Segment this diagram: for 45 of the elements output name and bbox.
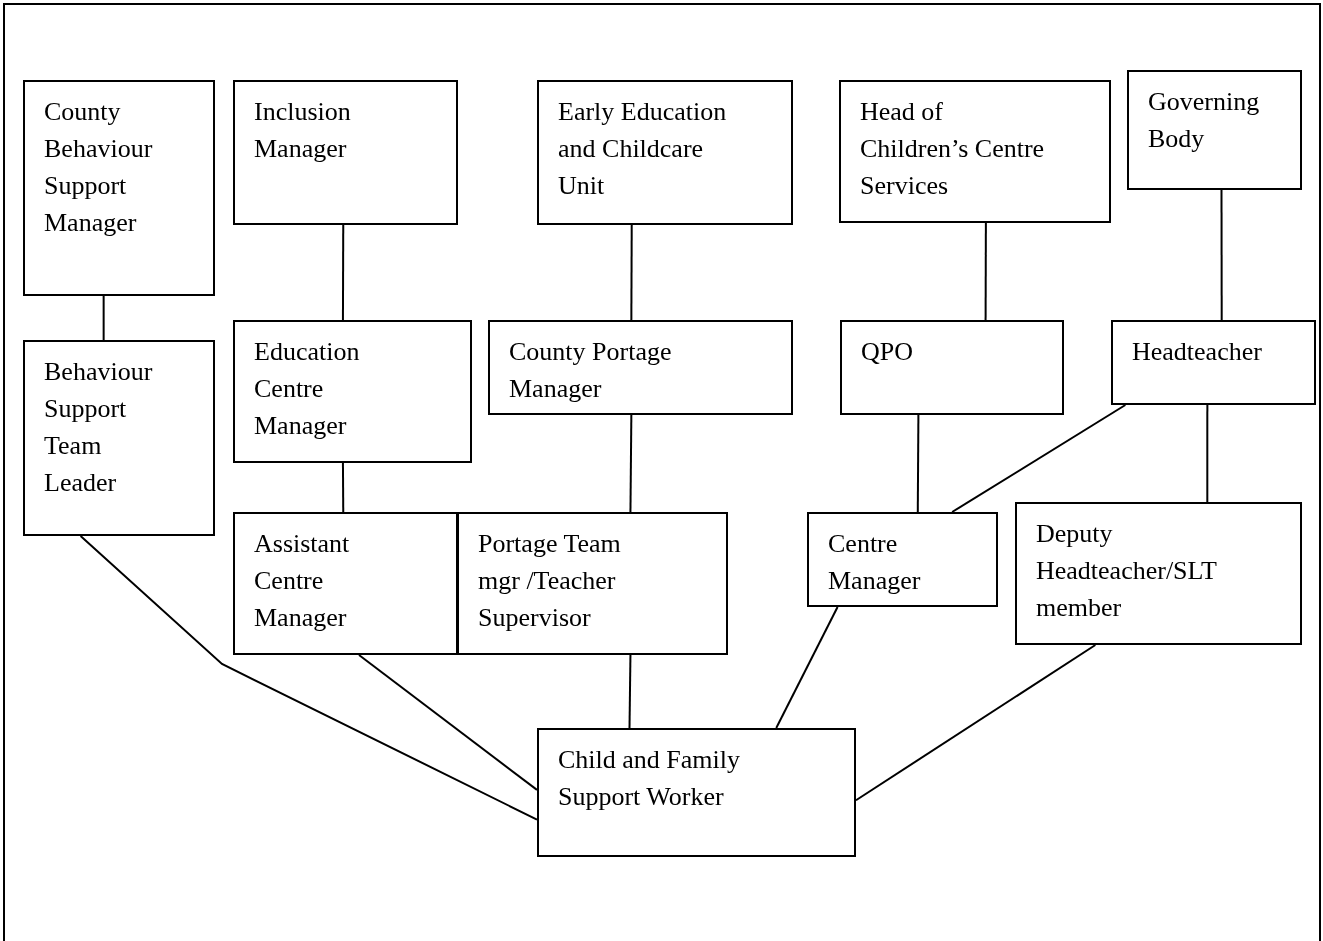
connector-line <box>629 414 633 513</box>
role-box <box>1111 320 1316 405</box>
role-title: Centre Manager <box>828 528 922 597</box>
role-box <box>233 80 458 225</box>
role-title: Child and Family Support Worker <box>558 744 741 813</box>
connector-line <box>79 535 538 821</box>
role-title: Deputy Headteacher/SLT member <box>1036 518 1218 624</box>
connector-line <box>102 295 105 341</box>
role-title: Governing Body <box>1148 86 1261 155</box>
role-title: Inclusion Manager <box>254 96 352 165</box>
role-title: Early Education and Childcare Unit <box>558 96 728 202</box>
connector-line <box>630 224 633 321</box>
connector-line <box>951 404 1127 513</box>
connector-line <box>358 654 538 791</box>
connector-line <box>1220 189 1223 321</box>
connector-line <box>341 224 345 321</box>
role-box <box>807 512 998 607</box>
role-box <box>488 320 793 415</box>
role-box <box>233 512 458 655</box>
role-box <box>537 80 793 225</box>
role-title: Behaviour Support Team Leader <box>44 356 154 499</box>
role-title: Head of Children’s Centre Services <box>860 96 1046 202</box>
role-title: Portage Team mgr /Teacher Supervisor <box>478 528 622 634</box>
role-title: County Portage Manager <box>509 336 673 405</box>
role-title: Education Centre Manager <box>254 336 361 442</box>
connector-line <box>855 644 1097 802</box>
role-box <box>457 512 728 655</box>
connector-line <box>916 414 920 513</box>
role-title: Assistant Centre Manager <box>254 528 351 634</box>
role-box <box>23 80 215 296</box>
role-box <box>23 340 215 536</box>
role-box <box>1127 70 1302 190</box>
connector-line <box>775 606 839 729</box>
connector-line <box>628 654 632 729</box>
role-title: QPO <box>861 336 914 368</box>
connector-line <box>984 222 987 321</box>
role-box <box>839 80 1111 223</box>
role-title: Headteacher <box>1132 336 1263 368</box>
connector-line <box>1206 404 1209 503</box>
role-box <box>1015 502 1302 645</box>
role-box <box>233 320 472 463</box>
role-box <box>840 320 1064 415</box>
role-title: County Behaviour Support Manager <box>44 96 154 239</box>
role-box <box>537 728 856 857</box>
connector-line <box>341 462 345 513</box>
